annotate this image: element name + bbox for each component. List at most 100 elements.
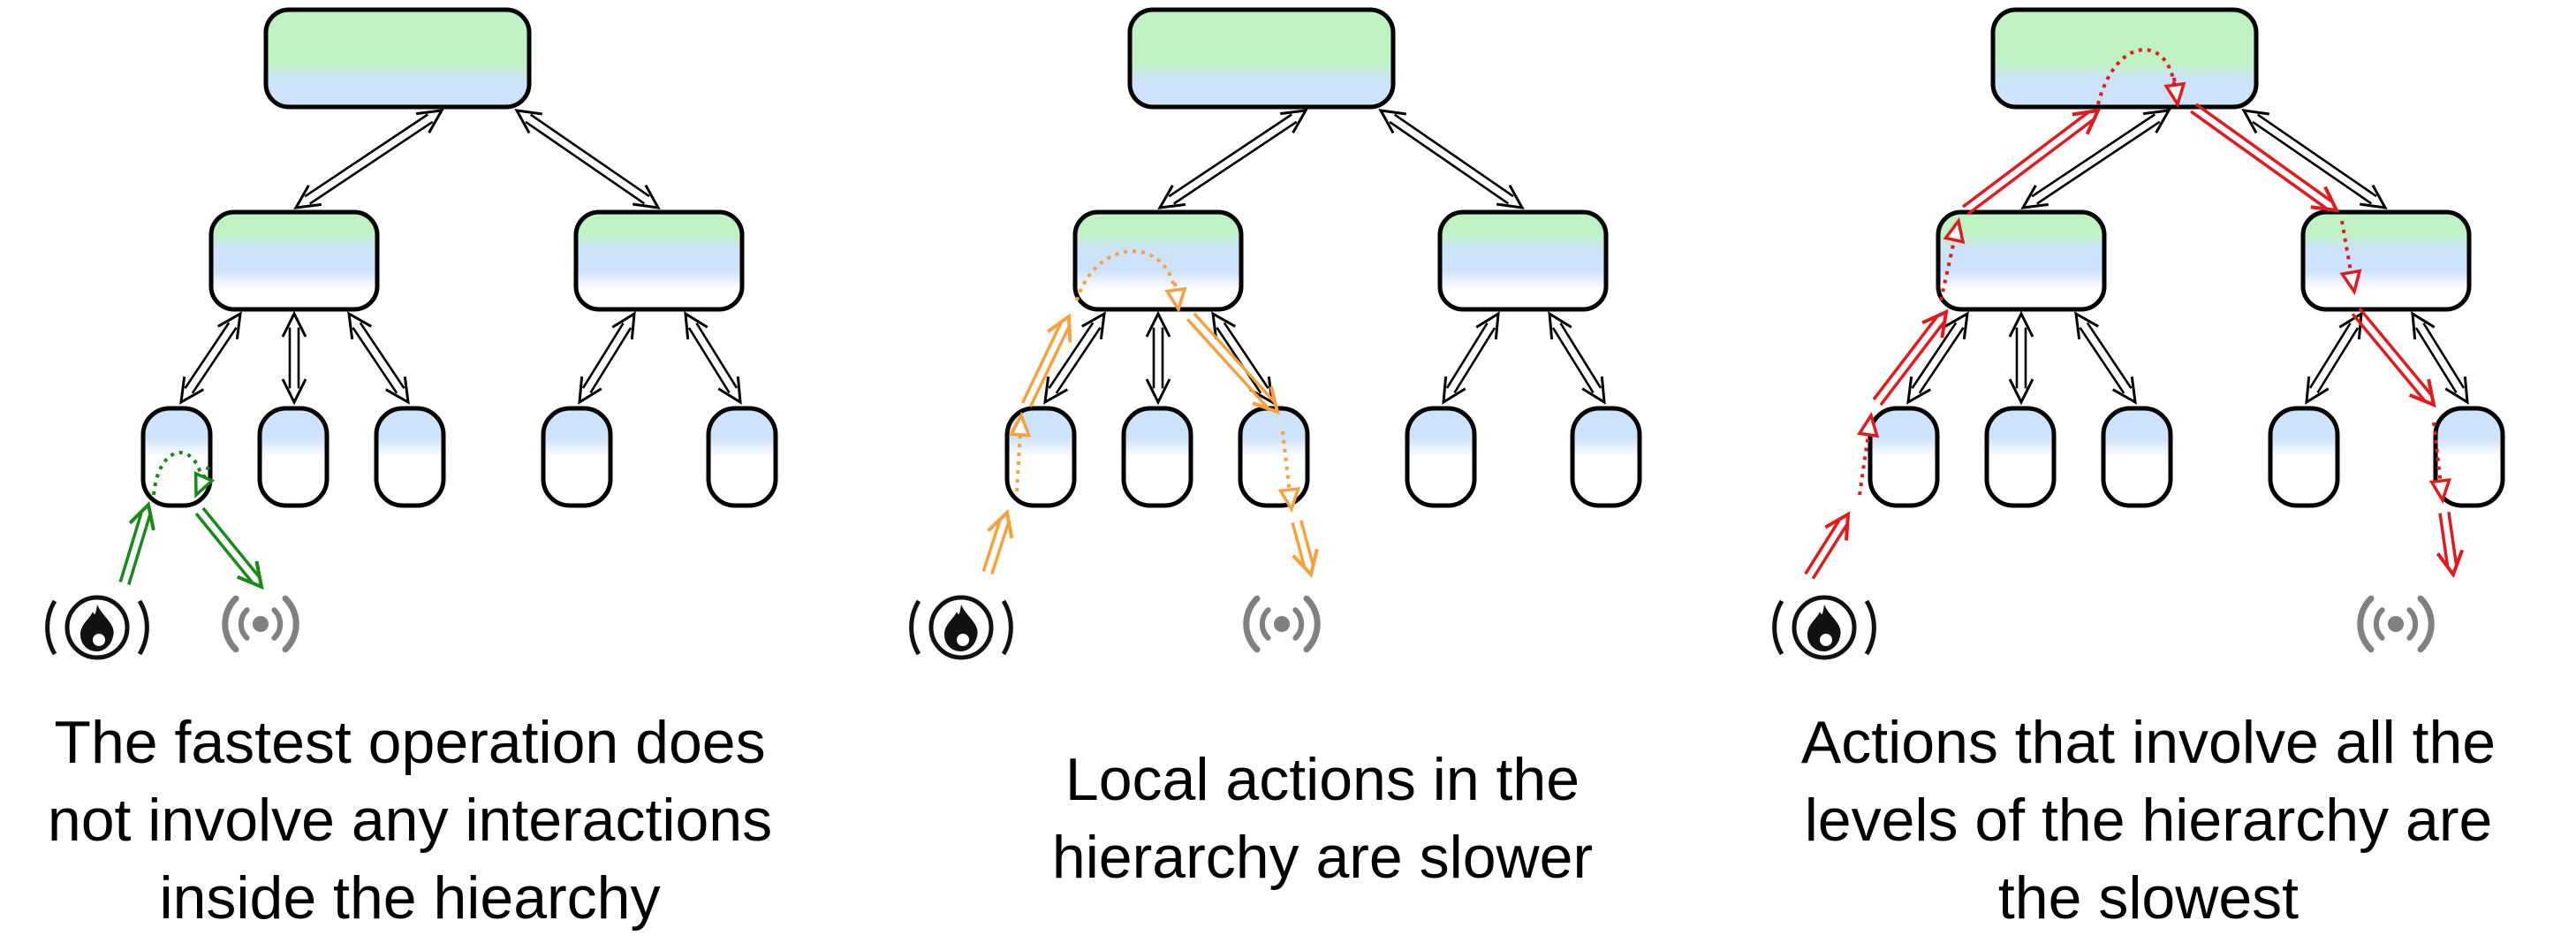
signal-wave-left (1259, 607, 1271, 641)
path-down-5 (2436, 512, 2465, 579)
signal-wave-left (1243, 595, 1261, 653)
link-mid-right-leaf-4 (2305, 311, 2363, 405)
node-leaf-3 (2101, 406, 2173, 508)
link-rail (184, 322, 231, 389)
arrow-head (179, 376, 205, 405)
link-mid-left-leaf-1 (179, 311, 242, 405)
wave-right (1864, 599, 1876, 656)
node-leaf-5 (2433, 406, 2505, 508)
arrow-head (2142, 109, 2171, 133)
path-arrow-head (2339, 269, 2362, 296)
link-rail (1918, 327, 1965, 394)
signal-wave-left (238, 607, 250, 641)
path-down-1 (1186, 312, 1280, 415)
path-rail (2447, 512, 2459, 565)
arrow-head (347, 311, 373, 340)
arrow-head (1548, 311, 1572, 340)
arrow-head (684, 311, 708, 340)
path-rail (1966, 118, 2095, 216)
link-mid-right-leaf-5 (2411, 311, 2469, 405)
path-up (118, 500, 155, 585)
wave-left (909, 599, 921, 656)
arrow-head (1211, 311, 1237, 340)
node-leaf-4 (2268, 406, 2340, 508)
wave-left (45, 599, 57, 656)
path-arrow-head (1824, 511, 1851, 541)
path-arrow-head (1943, 217, 1966, 244)
arrow-head (216, 311, 242, 340)
signal-wave-right (271, 607, 284, 641)
caption-line: Actions that involve all the (1800, 709, 2496, 776)
arrow-head (2020, 185, 2049, 209)
link-rail (1048, 322, 1095, 389)
link-mid-left-leaf-2 (2008, 310, 2034, 406)
arrow-head (1145, 310, 1171, 338)
arrow-head (1279, 109, 1308, 133)
path-rail (2194, 103, 2332, 202)
arrow-head (1906, 376, 1932, 405)
arrow-head (293, 185, 322, 209)
link-mid-left-leaf-3 (1211, 311, 1274, 405)
arrow-head (717, 376, 742, 405)
broadcast-signal-icon (222, 595, 299, 653)
node-leaf-3 (374, 406, 446, 508)
arrow-head (1378, 109, 1406, 134)
arrow-head (2008, 310, 2034, 338)
arrow-head (2360, 184, 2388, 209)
link-rail (1389, 120, 1510, 205)
link-rail (1445, 322, 1489, 389)
caption-line: not involve any interactions (47, 787, 773, 854)
arrow-head (1496, 184, 1525, 209)
path-rail (1186, 318, 1269, 409)
wave-left (1772, 599, 1784, 656)
link-rail (695, 322, 739, 389)
link-mid-left-leaf-2 (1145, 310, 1171, 406)
path-down-1 (2190, 103, 2340, 213)
path-rail (1879, 321, 1945, 407)
link-rail (2036, 120, 2161, 205)
path-arrow-head (1277, 486, 1300, 514)
path-rail (2351, 313, 2426, 401)
path-down (194, 506, 264, 590)
node-mid-left (1936, 209, 2107, 312)
path-down-2 (1277, 430, 1300, 514)
path-rail (1872, 316, 1938, 401)
node-leaf-2 (257, 406, 330, 508)
signal-wave-right (2417, 595, 2435, 653)
arrow-head (2008, 378, 2034, 406)
signal-wave-left (222, 595, 239, 653)
flame-sensor-icon (45, 595, 149, 660)
signal-dot (1274, 616, 1290, 632)
link-rail (2308, 322, 2352, 389)
link-rail (191, 327, 238, 394)
path-arrow-head (1164, 286, 1187, 314)
link-rail (1055, 327, 1102, 394)
path-turn (1164, 282, 1187, 314)
path-arrow-head (1857, 411, 1880, 438)
flame-core (957, 634, 969, 646)
node-mid-right (2300, 209, 2472, 312)
arrow-head (2241, 109, 2269, 134)
link-rail (581, 322, 625, 389)
path-arrow-head (2436, 549, 2465, 579)
path-arrow-head (2408, 378, 2436, 408)
arrow-head (2338, 311, 2363, 340)
path-up-4 (1939, 217, 1966, 301)
arrow-head (1145, 378, 1171, 406)
node-leaf-5 (706, 406, 778, 508)
arrow-head (1475, 311, 1500, 340)
path-arrow-head (2072, 108, 2102, 135)
path-rail (1299, 520, 1315, 565)
flame-core (93, 634, 105, 646)
signal-wave-right (1292, 607, 1305, 641)
broadcast-signal-icon (2357, 595, 2435, 653)
arrow-head (2111, 376, 2137, 405)
arrow-head (2411, 311, 2436, 340)
path-rail (990, 522, 1011, 575)
path-rail (127, 514, 152, 585)
arrow-head (281, 378, 307, 406)
path-dotted-segment (1858, 434, 1870, 496)
link-rail (2256, 113, 2377, 198)
caption-line: The fastest operation does (54, 709, 766, 776)
node-root (263, 7, 532, 110)
